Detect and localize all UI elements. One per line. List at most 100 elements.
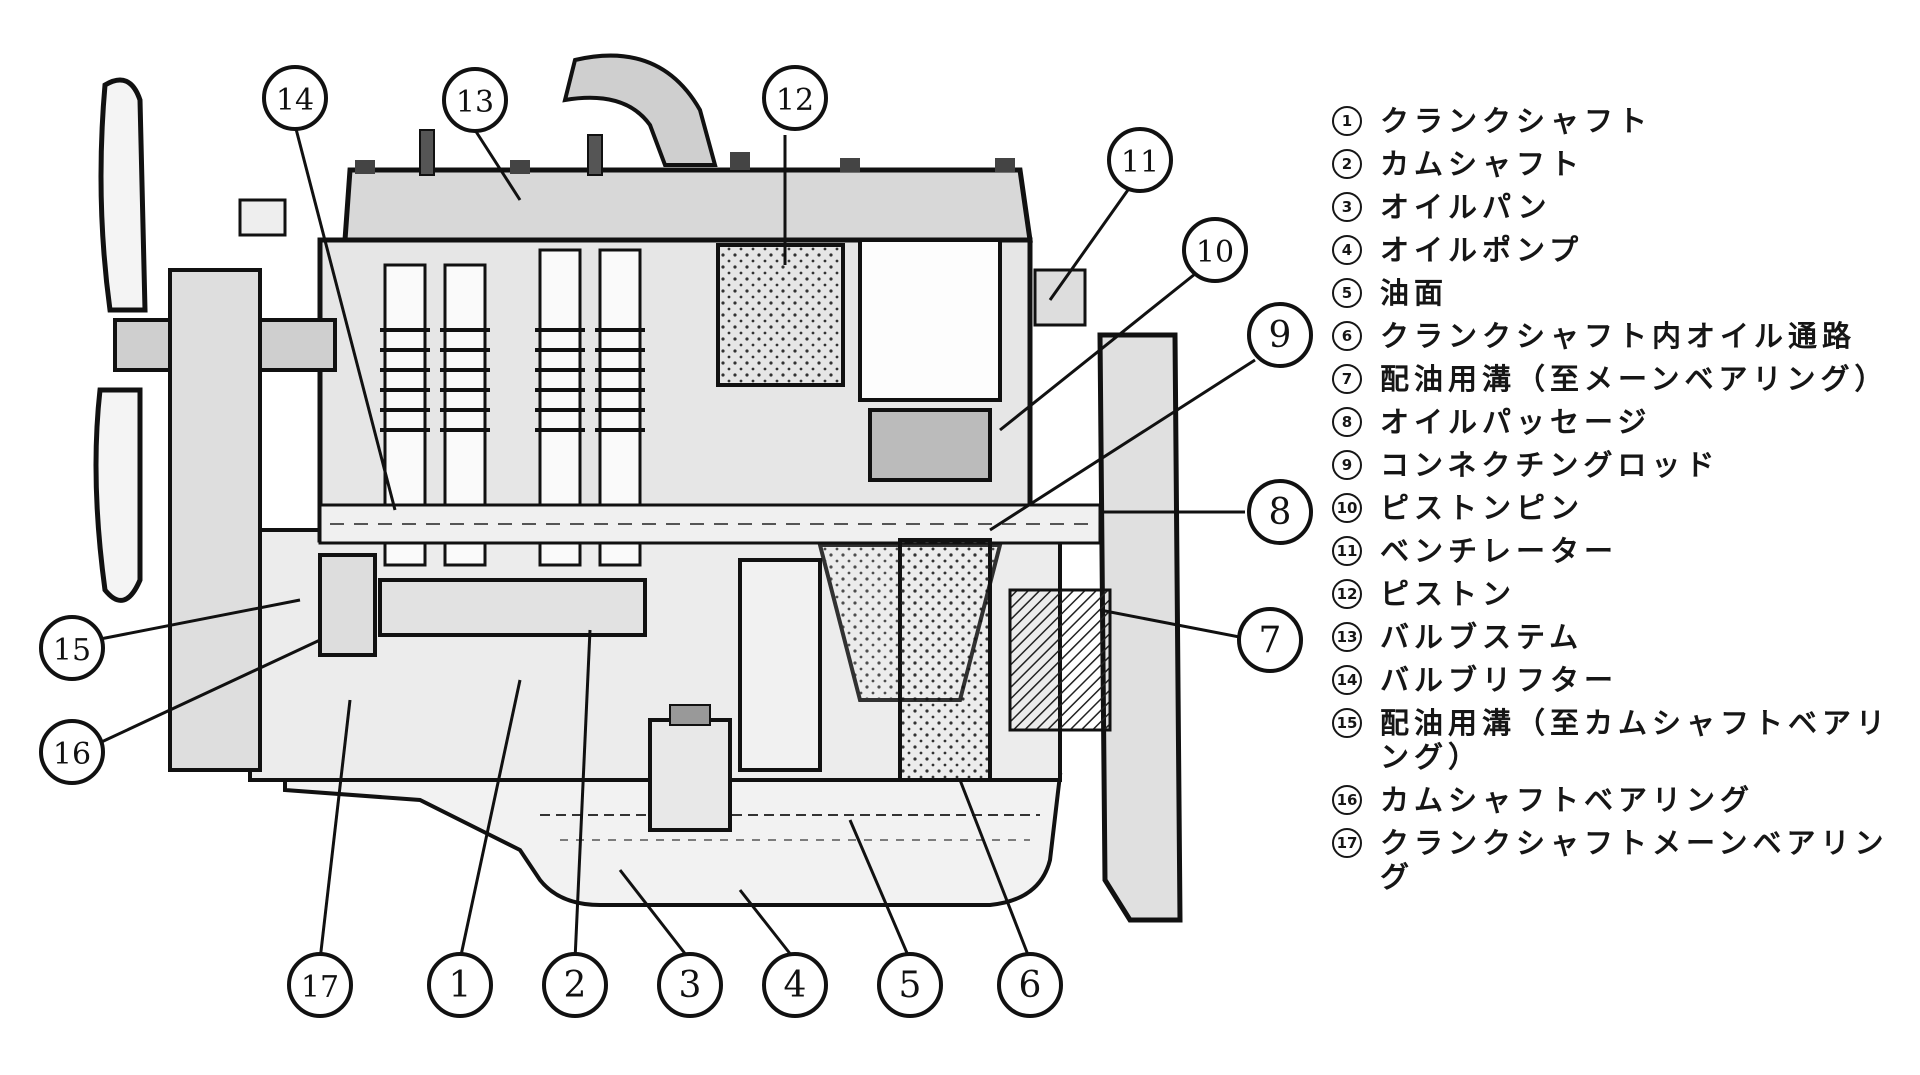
legend-label: カムシャフトベアリング — [1380, 783, 1755, 817]
callout-13: 13 — [442, 67, 508, 133]
legend-item: 13 バルブステム — [1332, 620, 1892, 654]
legend-item: 2 カムシャフト — [1332, 147, 1892, 181]
legend-label: クランクシャフトメーンベアリング — [1380, 826, 1889, 894]
fan-blade-lower — [93, 387, 143, 603]
callout-number: 10 — [1196, 235, 1234, 270]
cam-bearing — [318, 553, 377, 657]
head-bolts — [355, 152, 1015, 174]
callout-number: 2 — [564, 965, 587, 1006]
callout-1: 1 — [427, 952, 493, 1018]
legend-number: 6 — [1332, 321, 1362, 351]
legend-item: 14 バルブリフター — [1332, 663, 1892, 697]
legend-item: 4 オイルポンプ — [1332, 233, 1892, 267]
legend-number: 17 — [1332, 828, 1362, 858]
legend-item: 1 クランクシャフト — [1332, 104, 1892, 138]
leader-lines — [94, 124, 1256, 961]
legend-label: ベンチレーター — [1380, 534, 1619, 568]
callout-8: 8 — [1247, 479, 1313, 545]
callout-4: 4 — [762, 952, 828, 1018]
piston-left — [716, 243, 845, 387]
legend-number: 15 — [1332, 708, 1362, 738]
callout-12: 12 — [762, 65, 828, 131]
callout-3: 3 — [657, 952, 723, 1018]
legend-label: クランクシャフト — [1380, 104, 1653, 138]
legend-number: 16 — [1332, 785, 1362, 815]
legend-label: バルブリフター — [1380, 663, 1619, 697]
callout-16: 16 — [39, 719, 105, 785]
legend-item: 10 ピストンピン — [1332, 491, 1892, 525]
legend-item: 16 カムシャフトベアリング — [1332, 783, 1892, 817]
legend-number: 1 — [1332, 106, 1362, 136]
callout-number: 11 — [1121, 145, 1159, 180]
legend-number: 11 — [1332, 536, 1362, 566]
callout-10: 10 — [1182, 217, 1248, 283]
callout-number: 1 — [449, 965, 472, 1006]
legend-number: 4 — [1332, 235, 1362, 265]
legend-number: 13 — [1332, 622, 1362, 652]
camshaft — [378, 578, 647, 637]
cylinder-head — [342, 167, 1033, 243]
callout-number: 3 — [679, 965, 702, 1006]
crank-web-center — [738, 558, 822, 772]
legend-item: 6 クランクシャフト内オイル通路 — [1332, 319, 1892, 353]
callout-17: 17 — [287, 952, 353, 1018]
oil-pump — [648, 718, 732, 832]
callout-number: 17 — [301, 970, 339, 1005]
callout-11: 11 — [1107, 127, 1173, 193]
legend-label: ピストン — [1380, 577, 1517, 611]
fan-blade-upper — [98, 77, 148, 313]
legend-label: コンネクチングロッド — [1380, 448, 1720, 482]
legend-label: 油面 — [1380, 276, 1449, 310]
legend-item: 9 コンネクチングロッド — [1332, 448, 1892, 482]
legend: 1 クランクシャフト 2 カムシャフト 3 オイルパン 4 オイルポンプ 5 油面 6 クランクシャフ… — [1332, 104, 1892, 903]
legend-item: 11 ベンチレーター — [1332, 534, 1892, 568]
callout-number: 16 — [53, 737, 91, 772]
callout-9: 9 — [1247, 302, 1313, 368]
callout-number: 4 — [784, 965, 807, 1006]
callout-number: 6 — [1019, 965, 1042, 1006]
legend-item: 15 配油用溝（至カムシャフトベアリング） — [1332, 706, 1892, 774]
legend-label: クランクシャフト内オイル通路 — [1380, 319, 1857, 353]
legend-item: 3 オイルパン — [1332, 190, 1892, 224]
legend-label: オイルパッセージ — [1380, 405, 1652, 439]
callout-7: 7 — [1237, 607, 1303, 673]
legend-label: 配油用溝（至カムシャフトベアリング） — [1380, 706, 1891, 774]
callout-number: 7 — [1259, 620, 1282, 661]
legend-number: 7 — [1332, 364, 1362, 394]
legend-number: 14 — [1332, 665, 1362, 695]
legend-number: 5 — [1332, 278, 1362, 308]
callout-number: 5 — [899, 965, 922, 1006]
legend-item: 12 ピストン — [1332, 577, 1892, 611]
flywheel-housing — [1097, 332, 1183, 923]
legend-number: 9 — [1332, 450, 1362, 480]
connecting-rod — [817, 543, 1003, 702]
callout-number: 13 — [456, 85, 494, 120]
legend-number: 12 — [1332, 579, 1362, 609]
callout-14: 14 — [262, 65, 328, 131]
legend-label: カムシャフト — [1380, 147, 1585, 181]
legend-number: 3 — [1332, 192, 1362, 222]
timing-cover — [168, 268, 262, 772]
intake-pipe — [562, 53, 718, 167]
callout-5: 5 — [877, 952, 943, 1018]
piston-pin-area — [868, 408, 992, 482]
callout-15: 15 — [39, 615, 105, 681]
legend-item: 5 油面 — [1332, 276, 1892, 310]
callout-6: 6 — [997, 952, 1063, 1018]
legend-label: オイルポンプ — [1380, 233, 1584, 267]
legend-number: 2 — [1332, 149, 1362, 179]
oil-filler — [238, 198, 287, 237]
spark-plugs — [419, 129, 603, 176]
legend-number: 10 — [1332, 493, 1362, 523]
callout-number: 15 — [53, 633, 91, 668]
legend-label: オイルパン — [1380, 190, 1552, 224]
callout-number: 12 — [776, 83, 814, 118]
ventilator — [1033, 268, 1087, 327]
callout-2: 2 — [542, 952, 608, 1018]
legend-label: ピストンピン — [1380, 491, 1585, 525]
legend-label: バルブステム — [1380, 620, 1584, 654]
